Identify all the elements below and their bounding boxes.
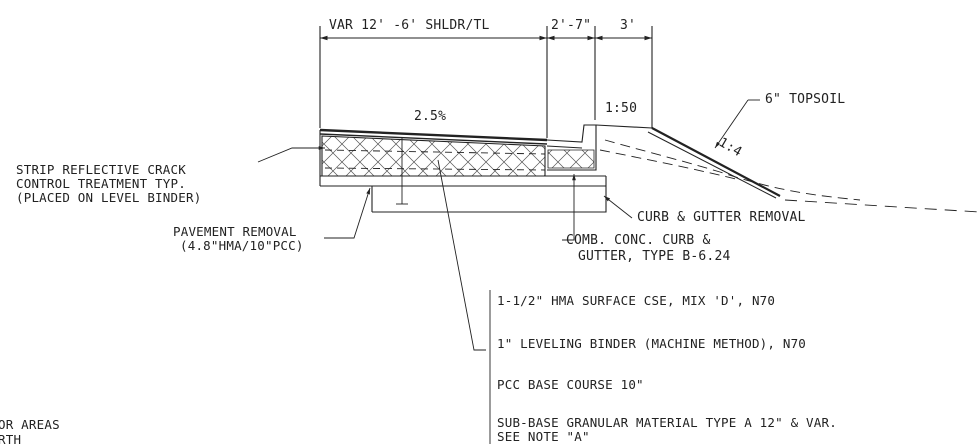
topsoil-callout: 6" TOPSOIL	[765, 92, 846, 107]
comb-curb-line-2: GUTTER, TYPE B-6.24	[578, 249, 731, 264]
cutoff-note-line-2: RTH	[0, 432, 22, 444]
layer-note-ref: SEE NOTE "A"	[497, 429, 590, 444]
leader-lines	[257, 99, 760, 444]
comb-curb-line-1: COMB. CONC. CURB &	[566, 233, 711, 248]
curb-slope-label: 1:50	[605, 101, 638, 116]
crack-control-line-2: CONTROL TREATMENT TYP.	[16, 176, 186, 191]
cutoff-note-line-1: OR AREAS	[0, 417, 60, 432]
dim-shoulder-width: VAR 12' -6' SHLDR/TL	[329, 18, 490, 33]
curb-and-gutter	[546, 124, 653, 171]
pavement-section	[319, 128, 607, 213]
layer-hma-surface: 1-1/2" HMA SURFACE CSE, MIX 'D', N70	[497, 293, 776, 308]
curb-gutter-removal-callout: CURB & GUTTER REMOVAL	[637, 210, 806, 225]
layer-sub-base: SUB-BASE GRANULAR MATERIAL TYPE A 12" & …	[497, 415, 837, 430]
layer-leveling-binder: 1" LEVELING BINDER (MACHINE METHOD), N70	[497, 336, 807, 351]
foreslope	[599, 127, 979, 213]
pavement-removal-line-1: PAVEMENT REMOVAL	[173, 224, 297, 239]
crack-control-line-3: (PLACED ON LEVEL BINDER)	[16, 190, 202, 205]
shoulder-slope-label: 2.5%	[414, 109, 447, 124]
dimension-lines	[319, 26, 653, 138]
layer-pcc-base: PCC BASE COURSE 10"	[497, 377, 644, 392]
crack-control-line-1: STRIP REFLECTIVE CRACK	[16, 162, 186, 177]
dim-offset-width: 3'	[620, 18, 637, 33]
dim-curb-width: 2'-7"	[551, 18, 592, 33]
pavement-removal-line-2: (4.8"HMA/10"PCC)	[180, 238, 304, 253]
